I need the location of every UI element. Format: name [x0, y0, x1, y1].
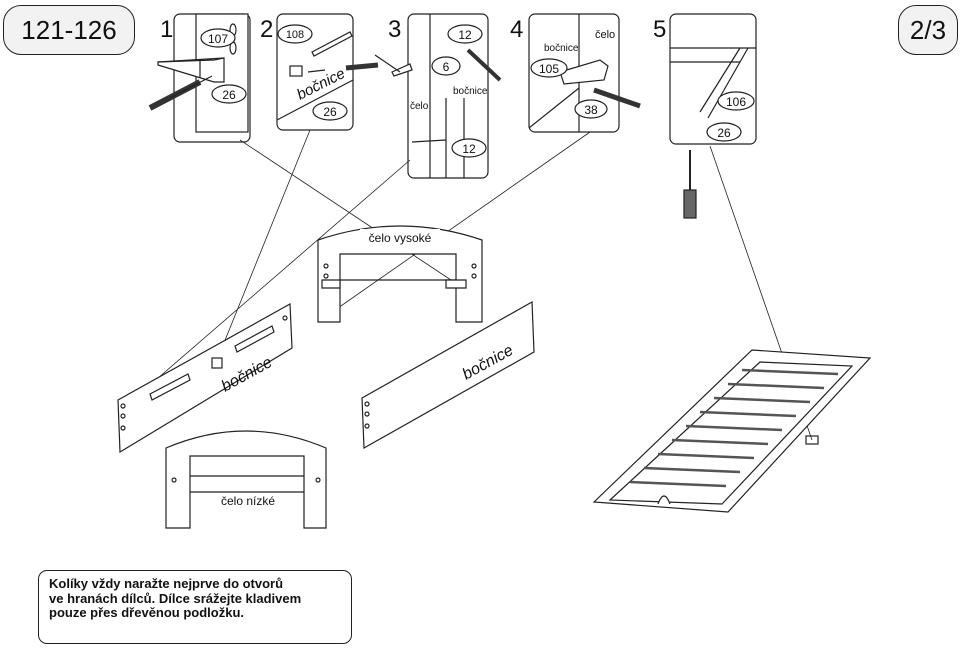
assembly-note: Kolíky vždy naražte nejprve do otvorů ve…: [38, 570, 352, 644]
step-1: 1 107 26: [148, 13, 251, 143]
page-number-badge: 2/3: [898, 5, 958, 55]
step-3-part-a: 12: [458, 28, 472, 42]
note-line-1: Kolíky vždy naražte nejprve do otvorů: [49, 576, 284, 591]
step-3-side-label: bočnice: [453, 86, 488, 97]
step-3: 3 12 6 bočnice čelo 12: [374, 13, 502, 179]
side-rail-left: bočnice: [117, 303, 293, 454]
step-5-part-a: 106: [726, 95, 746, 109]
step-5-number: 5: [653, 16, 666, 43]
step-2: 2 bočnice 108 26: [260, 13, 379, 131]
step-3-number: 3: [388, 16, 401, 43]
step-2-part-a: 108: [286, 29, 304, 41]
side-rail-right: bočnice: [361, 300, 535, 450]
step-4-side-label: bočnice: [544, 43, 579, 54]
step-2-part-b: 26: [323, 105, 337, 119]
step-5-part-b: 26: [717, 126, 731, 140]
footboard-low-label: čelo nízké: [221, 494, 275, 508]
note-line-2: ve hranách dílců. Dílce srážejte kladive…: [49, 590, 302, 606]
footboard-low-panel: čelo nízké: [165, 430, 327, 529]
step-4-part-a: 105: [539, 62, 559, 76]
headboard-high-label: čelo vysoké: [369, 231, 432, 245]
step-5: 5 106 26: [653, 13, 757, 219]
part-range-badge: 121-126: [3, 5, 135, 55]
step-1-number: 1: [160, 16, 173, 43]
step-4-number: 4: [510, 16, 523, 43]
step-4-end-label: čelo: [595, 29, 615, 41]
note-line-3: pouze přes dřevěnou podložku.: [49, 605, 245, 620]
step-1-part-a: 107: [208, 32, 228, 46]
step-4-part-b: 38: [584, 103, 598, 117]
headboard-high-panel: čelo vysoké: [317, 225, 483, 323]
step-3-end-label: čelo: [410, 101, 429, 112]
step-3-part-b: 6: [443, 60, 450, 74]
step-2-number: 2: [260, 16, 273, 43]
step-4: 4 bočnice čelo 105 38: [510, 13, 641, 133]
slatted-base: [592, 349, 872, 513]
step-3-part-c: 12: [462, 142, 476, 156]
step-1-part-b: 26: [222, 88, 236, 102]
